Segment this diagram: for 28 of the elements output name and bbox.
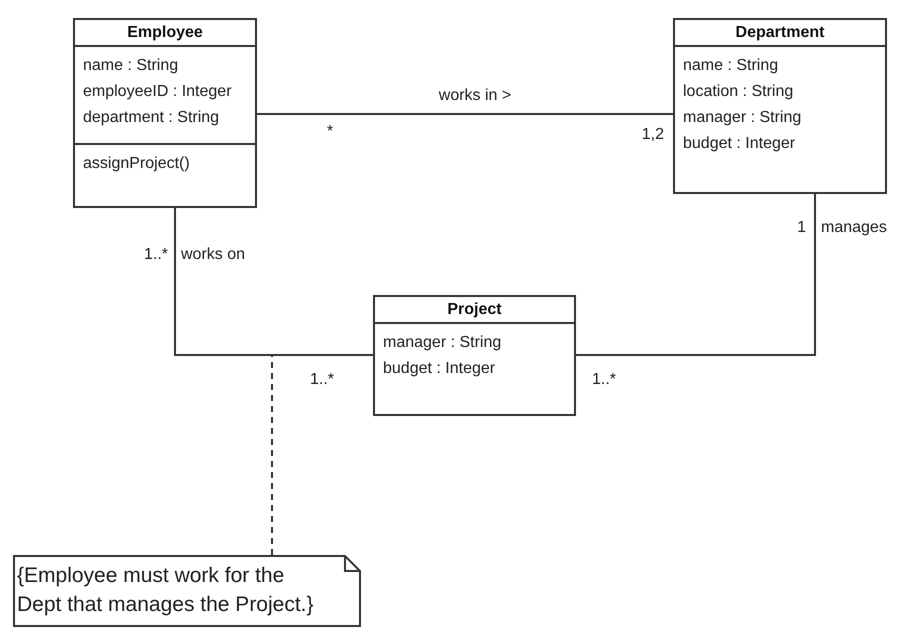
multiplicity-label: 1..* xyxy=(592,371,616,388)
member-text: employeeID : Integer xyxy=(83,82,232,102)
member-text: location : String xyxy=(683,82,794,102)
class-name: Employee xyxy=(127,22,203,42)
multiplicity-label: 1 xyxy=(797,219,806,236)
member-text: department : String xyxy=(83,108,220,128)
association-line xyxy=(576,194,816,356)
association-line xyxy=(174,208,373,356)
class-box xyxy=(673,18,887,194)
note-box xyxy=(13,555,361,627)
note-text: {Employee must work for the Dept that manages the Project.} xyxy=(17,563,315,618)
member-text: manager : String xyxy=(383,333,502,353)
class-name: Project xyxy=(447,300,502,320)
member-text: budget : Integer xyxy=(683,134,796,154)
class-name: Department xyxy=(736,22,824,42)
member-text: name : String xyxy=(683,56,778,76)
member-text: name : String xyxy=(83,56,178,76)
multiplicity-label: * xyxy=(326,123,334,140)
note-connector xyxy=(271,355,273,555)
member-text: assignProject() xyxy=(83,154,190,174)
class-box xyxy=(373,295,576,416)
class-box xyxy=(73,18,257,208)
member-text: manager : String xyxy=(683,108,802,128)
multiplicity-label: 1,2 xyxy=(642,126,664,143)
member-text: budget : Integer xyxy=(383,359,496,379)
multiplicity-label: 1..* xyxy=(144,246,168,263)
multiplicity-label: 1..* xyxy=(310,371,334,388)
association-line xyxy=(257,113,673,115)
